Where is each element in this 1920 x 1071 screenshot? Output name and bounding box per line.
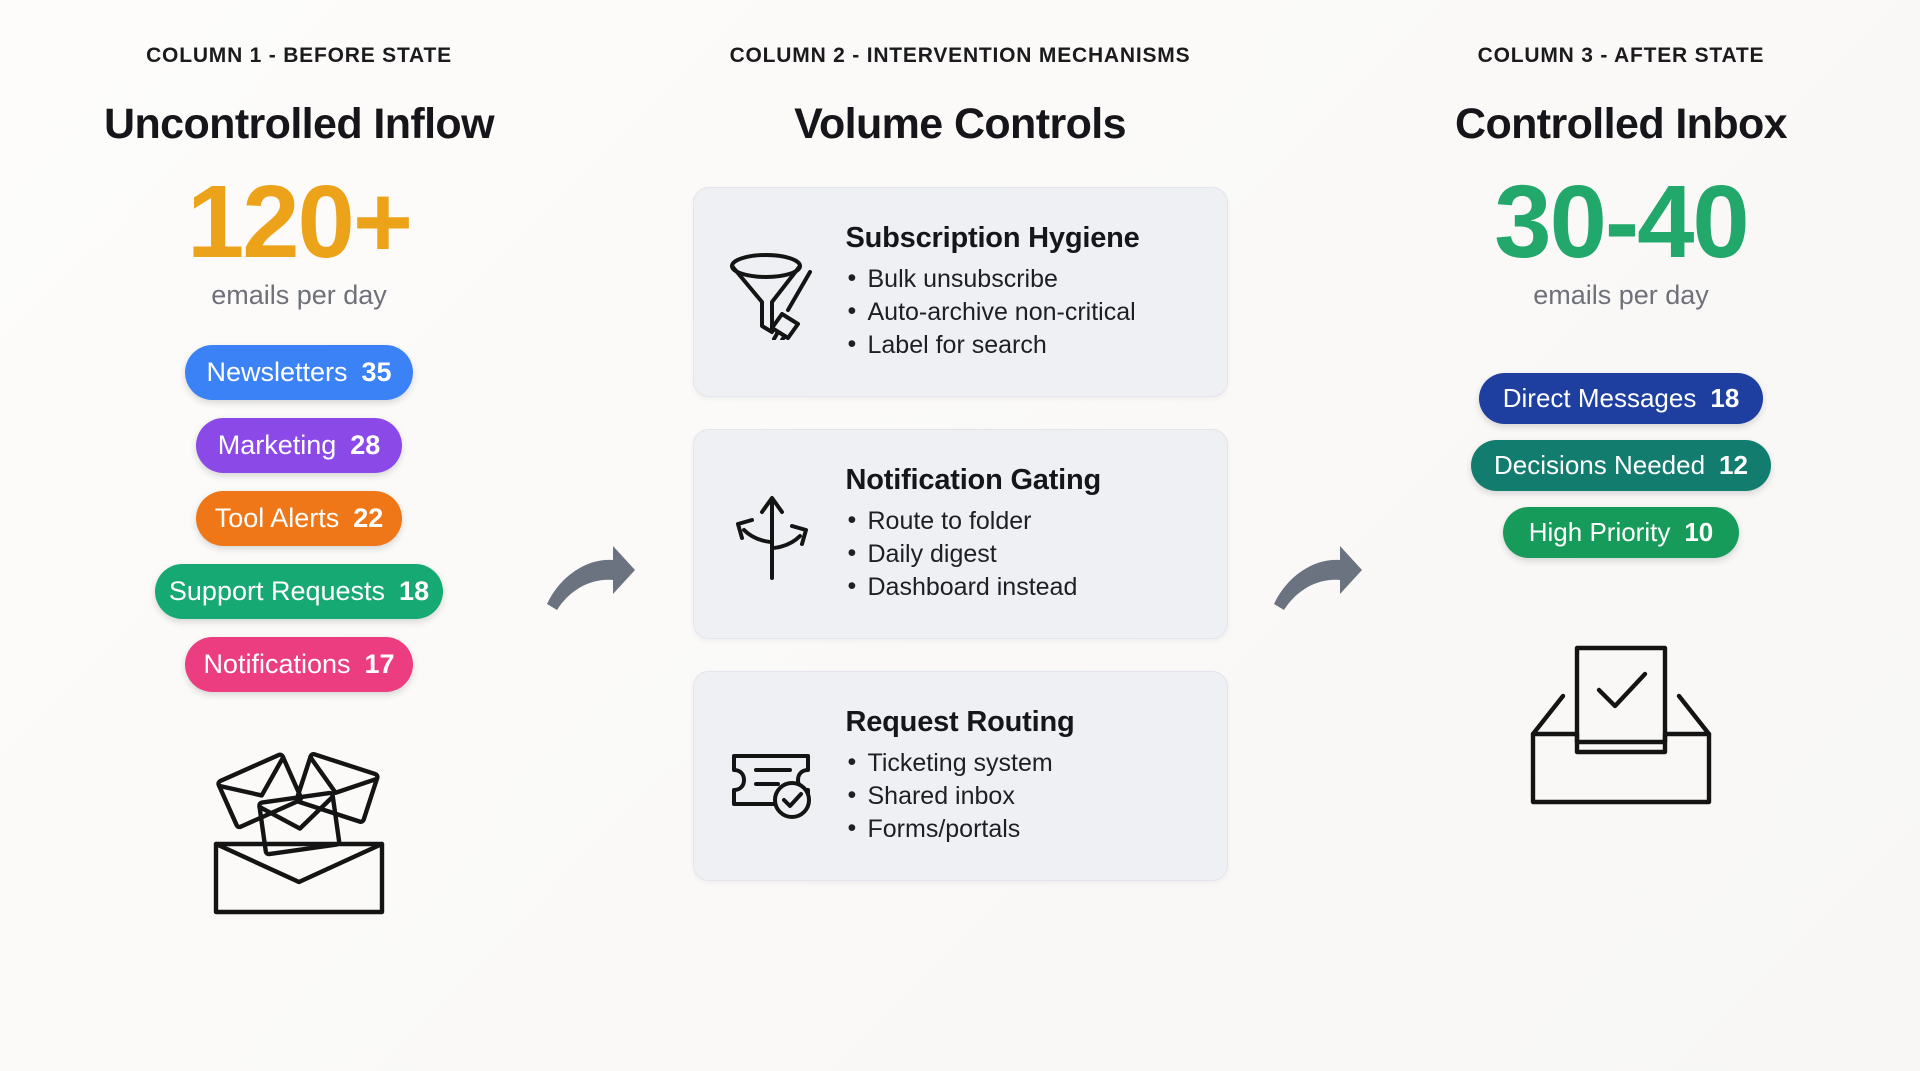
card-bullet: Dashboard instead xyxy=(846,570,1201,604)
pill-value: 10 xyxy=(1684,517,1714,548)
pill-label: Decisions Needed xyxy=(1494,450,1706,481)
branching-arrows-icon xyxy=(735,496,808,580)
pill-newsletters[interactable]: Newsletters 35 xyxy=(185,345,413,401)
card-title: Notification Gating xyxy=(845,463,1102,496)
pill-value: 28 xyxy=(350,430,381,461)
ticket-check-icon xyxy=(731,754,811,819)
pill-value: 12 xyxy=(1719,450,1748,481)
inbox-check-icon xyxy=(1530,645,1712,805)
mechanism-card-list: Subscription Hygiene Bulk unsubscribe Au… xyxy=(692,187,1228,881)
card-bullet: Auto-archive non-critical xyxy=(846,295,1201,329)
pill-direct-messages[interactable]: Direct Messages 18 xyxy=(1479,373,1763,425)
pill-decisions-needed[interactable]: Decisions Needed 12 xyxy=(1471,440,1771,492)
after-illustration xyxy=(1356,630,1886,820)
card-bullet: Forms/portals xyxy=(846,812,1201,846)
before-pill-stack: Newsletters 35 Marketing 28 Tool Alerts … xyxy=(34,345,564,710)
after-pill-stack: Direct Messages 18 Decisions Needed 12 H… xyxy=(1356,373,1886,574)
column-3-kicker: COLUMN 3 - AFTER STATE xyxy=(1477,44,1765,67)
card-title: Request Routing xyxy=(845,705,1075,738)
card-request-routing[interactable]: Request Routing Ticketing system Shared … xyxy=(692,671,1228,881)
column-1-metric: 120+ xyxy=(186,164,413,279)
card-bullet: Ticketing system xyxy=(846,746,1201,780)
before-illustration xyxy=(34,736,564,926)
card-title: Subscription Hygiene xyxy=(845,221,1140,254)
flow-arrow-right-icon xyxy=(1274,546,1362,610)
pill-label: Notifications xyxy=(203,649,351,680)
pill-value: 18 xyxy=(1710,383,1740,414)
column-after-state: COLUMN 3 - AFTER STATE Controlled Inbox … xyxy=(1356,44,1886,820)
flow-arrow-1 xyxy=(543,540,639,620)
card-bullet: Route to folder xyxy=(846,504,1201,538)
pill-value: 18 xyxy=(399,576,430,607)
card-body: Request Routing Ticketing system Shared … xyxy=(846,706,1201,847)
pill-label: Direct Messages xyxy=(1502,383,1697,414)
pill-label: Marketing xyxy=(217,430,337,461)
card-bullets: Ticketing system Shared inbox Forms/port… xyxy=(846,746,1201,847)
card-bullet: Daily digest xyxy=(846,537,1201,571)
card-icon-slot xyxy=(716,244,828,340)
pill-label: Support Requests xyxy=(168,576,386,607)
card-notification-gating[interactable]: Notification Gating Route to folder Dail… xyxy=(692,429,1228,639)
column-3-metric: 30-40 xyxy=(1494,164,1749,279)
pill-tool-alerts[interactable]: Tool Alerts 22 xyxy=(196,491,402,547)
column-2-kicker: COLUMN 2 - INTERVENTION MECHANISMS xyxy=(729,44,1191,67)
pill-marketing[interactable]: Marketing 28 xyxy=(196,418,402,474)
column-before-state: COLUMN 1 - BEFORE STATE Uncontrolled Inf… xyxy=(34,44,564,926)
pill-label: Newsletters xyxy=(206,357,348,388)
funnel-broom-icon xyxy=(729,253,812,340)
column-1-metric-unit: emails per day xyxy=(211,280,387,311)
column-2-title: Volume Controls xyxy=(794,100,1126,148)
pill-high-priority[interactable]: High Priority 10 xyxy=(1503,507,1739,559)
column-3-title: Controlled Inbox xyxy=(1455,100,1788,148)
card-body: Notification Gating Route to folder Dail… xyxy=(846,464,1201,605)
column-intervention-mechanisms: COLUMN 2 - INTERVENTION MECHANISMS Volum… xyxy=(680,44,1240,881)
card-bullet: Bulk unsubscribe xyxy=(846,262,1201,296)
card-icon-slot xyxy=(716,486,828,582)
pill-support-requests[interactable]: Support Requests 18 xyxy=(155,564,443,620)
card-bullets: Bulk unsubscribe Auto-archive non-critic… xyxy=(846,262,1201,363)
flow-arrow-right-icon xyxy=(547,546,635,610)
pill-value: 17 xyxy=(364,649,395,680)
column-1-title: Uncontrolled Inflow xyxy=(104,100,495,148)
pill-notifications[interactable]: Notifications 17 xyxy=(185,637,413,693)
card-subscription-hygiene[interactable]: Subscription Hygiene Bulk unsubscribe Au… xyxy=(692,187,1228,397)
flow-arrow-2 xyxy=(1270,540,1366,620)
pill-label: Tool Alerts xyxy=(214,503,340,534)
card-bullets: Route to folder Daily digest Dashboard i… xyxy=(846,504,1201,605)
column-1-kicker: COLUMN 1 - BEFORE STATE xyxy=(146,44,452,67)
pill-value: 35 xyxy=(361,357,392,388)
card-body: Subscription Hygiene Bulk unsubscribe Au… xyxy=(846,222,1201,363)
card-icon-slot xyxy=(716,728,828,824)
pill-value: 22 xyxy=(353,503,384,534)
card-bullet: Shared inbox xyxy=(846,779,1201,813)
messy-envelopes-icon xyxy=(213,752,385,915)
pill-label: High Priority xyxy=(1528,517,1671,548)
card-bullet: Label for search xyxy=(846,328,1201,362)
column-3-metric-unit: emails per day xyxy=(1533,280,1709,311)
